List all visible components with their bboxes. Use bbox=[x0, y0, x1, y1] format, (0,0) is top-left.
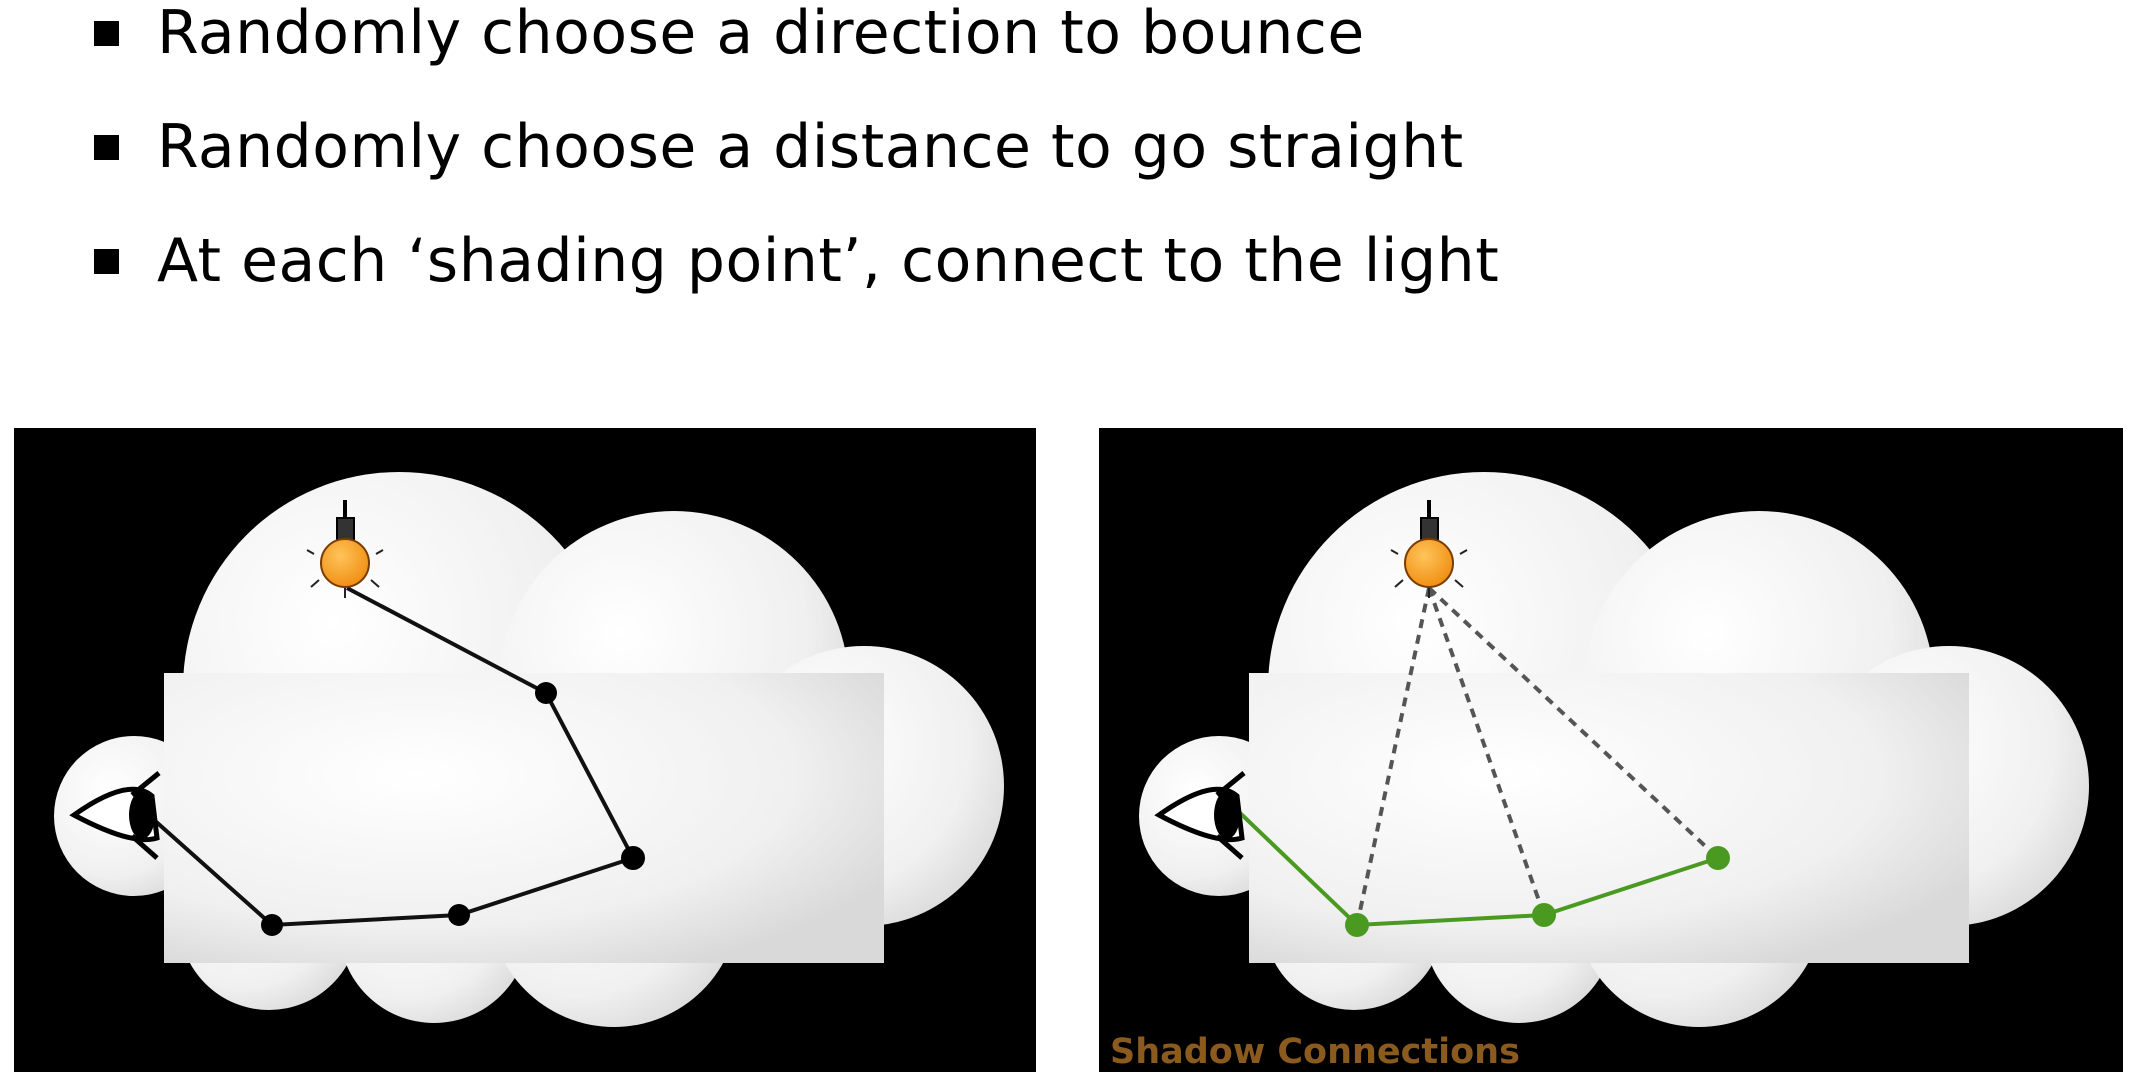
path-vertex bbox=[261, 914, 283, 936]
eye-icon bbox=[1154, 771, 1246, 860]
path-vertices bbox=[1345, 846, 1730, 937]
path-vertex bbox=[1345, 913, 1369, 937]
shadow-ray bbox=[1427, 587, 1546, 916]
path-vertex bbox=[1532, 903, 1556, 927]
path-segments bbox=[142, 586, 636, 928]
cloud-shape bbox=[54, 472, 1004, 1027]
bullet-item: At each ‘shading point’, connect to the … bbox=[94, 221, 1499, 301]
diagram-caption: Shadow Connections bbox=[1110, 1032, 1520, 1072]
path-segments bbox=[1237, 810, 1719, 928]
bullet-item: Randomly choose a direction to bounce bbox=[94, 0, 1365, 73]
bullet-text: Randomly choose a direction to bounce bbox=[157, 0, 1365, 68]
shadow-ray bbox=[1427, 586, 1720, 860]
shadow-connections-svg bbox=[1139, 472, 2089, 1027]
light-bulb-icon bbox=[1390, 500, 1468, 598]
random-walk-svg bbox=[54, 472, 1004, 1027]
cloud-shape bbox=[1139, 472, 2089, 1027]
path-vertex bbox=[535, 682, 557, 704]
shadow-rays bbox=[1355, 586, 1720, 926]
path-vertices bbox=[261, 682, 645, 936]
path-vertex bbox=[1706, 846, 1730, 870]
path-vertex bbox=[621, 846, 645, 870]
eye-icon bbox=[69, 771, 161, 860]
bullet-square-icon bbox=[94, 20, 119, 46]
bullet-list: Randomly choose a direction to bounce Ra… bbox=[0, 0, 2134, 320]
path-vertex bbox=[448, 904, 470, 926]
random-walk-diagram bbox=[14, 428, 1036, 1072]
shadow-connections-diagram: Shadow Connections bbox=[1099, 428, 2123, 1072]
bullet-square-icon bbox=[94, 134, 119, 160]
bullet-item: Randomly choose a distance to go straigh… bbox=[94, 107, 1464, 187]
bullet-square-icon bbox=[94, 248, 119, 274]
bullet-text: Randomly choose a distance to go straigh… bbox=[157, 112, 1464, 182]
bullet-text: At each ‘shading point’, connect to the … bbox=[157, 226, 1500, 296]
light-bulb-icon bbox=[306, 500, 384, 598]
